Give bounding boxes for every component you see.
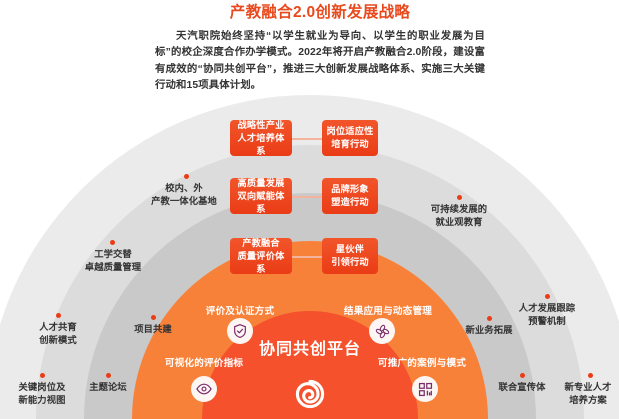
strategy-box-line1: 高质量发展: [237, 177, 285, 188]
inner-label-result-application: 结果应用与动态管理: [343, 306, 433, 317]
outer-label-work-study: 工学交替 卓越质量管理: [53, 248, 173, 273]
strategy-box-line1: 战略性产业: [237, 119, 285, 130]
eye-icon: [191, 376, 217, 402]
marker-dot: [40, 373, 45, 378]
header: 产教融合2.0创新发展战略 天汽职院始终坚持“以学生就业为导向、以学生的职业发展…: [155, 2, 485, 95]
marker-dot: [151, 315, 156, 320]
marker-dot: [520, 373, 525, 378]
strategy-box-line1: 岗位适应性: [326, 126, 374, 136]
outer-label-line2: 培养方案: [569, 394, 607, 405]
strategy-box-system-3[interactable]: 产教融合 质量评价体系: [230, 238, 292, 274]
outer-label-line1: 工学交替: [94, 249, 132, 259]
strategy-box-action-1[interactable]: 岗位适应性 培育行动: [322, 120, 378, 156]
outer-label-talent-tracking: 人才发展跟踪 预警机制: [488, 302, 606, 327]
outer-label-line2: 就业观教育: [435, 216, 483, 227]
outer-label-line2: 创新模式: [39, 334, 77, 345]
strategy-box-line2: 质量评价体系: [237, 250, 285, 274]
outer-label-line2: 新能力视图: [18, 394, 66, 405]
intro-paragraph: 天汽职院始终坚持“以学生就业为导向、以学生的职业发展为目标”的校企深度合作办学模…: [155, 31, 485, 92]
outer-label-line1: 关键岗位及: [18, 382, 66, 392]
outer-label-line2: 产教一体化基地: [151, 195, 217, 206]
pinwheel-icon: [369, 318, 395, 344]
outer-label-line1: 项目共建: [134, 324, 172, 334]
outer-label-line1: 校内、外: [165, 183, 203, 193]
marker-dot: [106, 373, 111, 378]
shield-check-icon: [227, 318, 253, 344]
outer-label-line1: 可持续发展的: [430, 204, 488, 214]
centre-platform-label: 协同共创平台: [258, 341, 361, 358]
outer-label-sustainable-employment: 可持续发展的 就业观教育: [400, 203, 518, 228]
outer-label-new-major-plan: 新专业人才 培养方案: [536, 381, 619, 406]
outer-label-line1: 联合宣传体: [498, 382, 546, 392]
strategy-box-system-2[interactable]: 高质量发展 双向赋能体系: [230, 178, 292, 214]
marker-dot: [184, 174, 189, 179]
outer-label-line1: 人才共育: [39, 322, 77, 332]
strategy-box-line2: 塑造行动: [331, 197, 369, 207]
qr-code-icon: [412, 376, 438, 402]
outer-label-joint-publicity: 联合宣传体: [477, 381, 567, 394]
strategy-box-line1: 产教融合: [242, 237, 280, 248]
marker-dot: [545, 294, 550, 299]
connector-row-1: [291, 138, 323, 140]
outer-label-theme-forum: 主题论坛: [63, 381, 153, 394]
strategy-box-action-3[interactable]: 星伙伴 引领行动: [322, 238, 378, 274]
outer-label-line2: 预警机制: [528, 315, 566, 326]
outer-label-line1: 新专业人才: [564, 382, 612, 392]
outer-label-campus-base: 校内、外 产教一体化基地: [124, 182, 244, 207]
strategy-box-line1: 品牌形象: [331, 184, 369, 194]
spiral-icon: [294, 378, 326, 410]
connector-row-3: [291, 256, 323, 258]
outer-label-key-positions: 关键岗位及 新能力视图: [0, 381, 96, 406]
connector-row-2: [291, 196, 323, 198]
strategy-box-line2: 引领行动: [331, 257, 369, 267]
marker-dot: [457, 195, 462, 200]
strategy-box-system-1[interactable]: 战略性产业 人才培养体系: [230, 120, 292, 156]
strategy-box-line2: 人才培养体系: [237, 132, 285, 156]
marker-dot: [56, 313, 61, 318]
inner-label-evaluation-certification: 评价及认证方式: [205, 306, 275, 317]
marker-dot: [110, 240, 115, 245]
strategy-box-line2: 培育行动: [331, 139, 369, 149]
strategy-box-line2: 双向赋能体系: [237, 190, 285, 214]
outer-label-line1: 人才发展跟踪: [518, 303, 576, 313]
outer-label-project-cobuild: 项目共建: [108, 323, 198, 336]
marker-dot: [588, 373, 593, 378]
outer-label-line1: 新业务拓展: [465, 325, 513, 335]
page-title: 产教融合2.0创新发展战略: [229, 4, 411, 21]
strategy-box-line1: 星伙伴: [335, 244, 365, 254]
outer-label-talent-coeducation: 人才共育 创新模式: [4, 321, 112, 346]
inner-label-visual-indicators: 可视化的评价指标: [164, 358, 244, 369]
marker-dot: [487, 316, 492, 321]
outer-label-line1: 主题论坛: [89, 382, 127, 392]
outer-label-line2: 卓越质量管理: [84, 261, 142, 272]
outer-label-new-business: 新业务拓展: [444, 324, 534, 337]
inner-label-promotable-cases: 可推广的案例与模式: [377, 358, 467, 369]
strategy-box-action-2[interactable]: 品牌形象 塑造行动: [322, 178, 378, 214]
